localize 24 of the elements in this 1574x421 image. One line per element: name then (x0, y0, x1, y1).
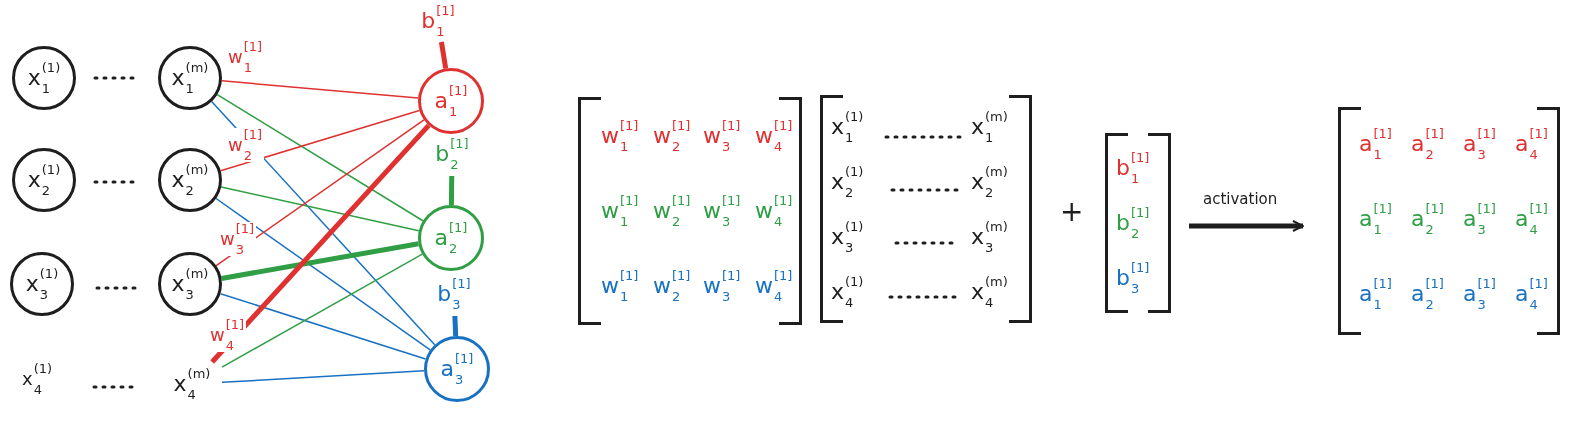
neuron-circle (418, 68, 484, 134)
arrow (1189, 220, 1304, 232)
bracket-matrix (1105, 133, 1171, 313)
input-circle (10, 252, 74, 316)
neuron-circle (418, 205, 484, 271)
connector-line (221, 241, 419, 281)
connector-line (210, 123, 431, 364)
connector-line (221, 370, 425, 384)
connector-line (216, 93, 424, 222)
input-circle (12, 148, 76, 212)
connector-line (220, 186, 420, 232)
connector-line (448, 175, 455, 206)
connector-line (219, 109, 421, 172)
connector-line (215, 197, 431, 351)
input-circle (158, 148, 222, 212)
neuron-circle (424, 336, 490, 402)
connector-line (438, 41, 449, 69)
connector-line (221, 253, 423, 368)
connector-line (219, 292, 427, 360)
connector-line (221, 80, 419, 99)
input-circle (158, 46, 222, 110)
input-circle (12, 46, 76, 110)
connector-line (215, 119, 425, 267)
connector-line (452, 315, 459, 337)
